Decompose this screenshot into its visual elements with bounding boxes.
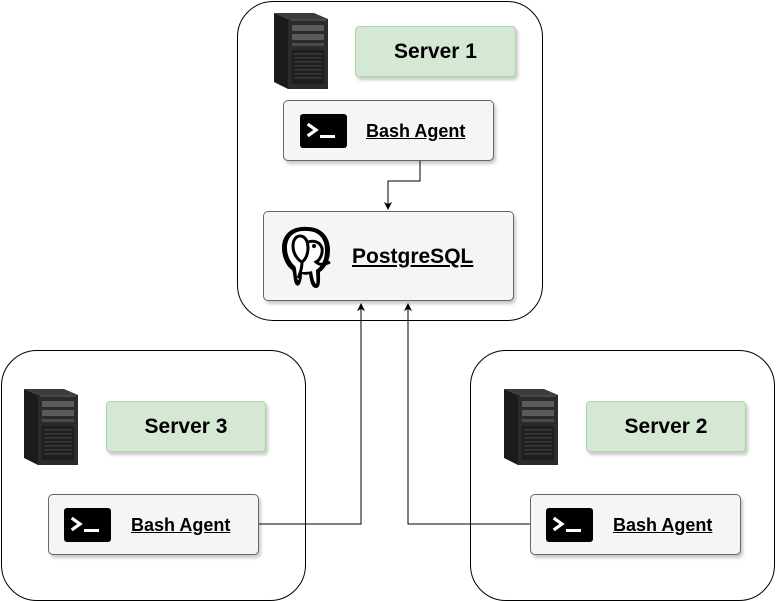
- postgresql-label: PostgreSQL: [352, 245, 474, 268]
- bash-agent-label: Bash Agent: [366, 121, 466, 141]
- postgresql-elephant-icon: [282, 226, 331, 288]
- server-2-bash-agent[interactable]: Bash Agent: [530, 494, 741, 555]
- server-2-tower-icon: [504, 389, 558, 465]
- server-3-tower-icon: [24, 389, 78, 465]
- bash-agent-label: Bash Agent: [613, 515, 713, 535]
- bash-agent-label: Bash Agent: [131, 515, 231, 535]
- connector-server3-agent-to-postgresql: [259, 303, 365, 525]
- connector-server2-agent-to-postgresql: [404, 303, 530, 525]
- server-3-bash-agent[interactable]: Bash Agent: [48, 494, 259, 555]
- server-3-label: Server 3: [106, 401, 266, 452]
- terminal-icon: [300, 114, 347, 148]
- server-2-label: Server 2: [586, 401, 746, 452]
- postgresql-database[interactable]: PostgreSQL: [263, 211, 514, 301]
- terminal-icon: [64, 508, 111, 542]
- server-1-tower-icon: [274, 13, 328, 89]
- terminal-icon: [546, 508, 593, 542]
- server-1-label: Server 1: [355, 26, 516, 77]
- server-1-bash-agent[interactable]: Bash Agent: [283, 100, 494, 161]
- connector-server1-agent-to-postgresql: [384, 161, 421, 210]
